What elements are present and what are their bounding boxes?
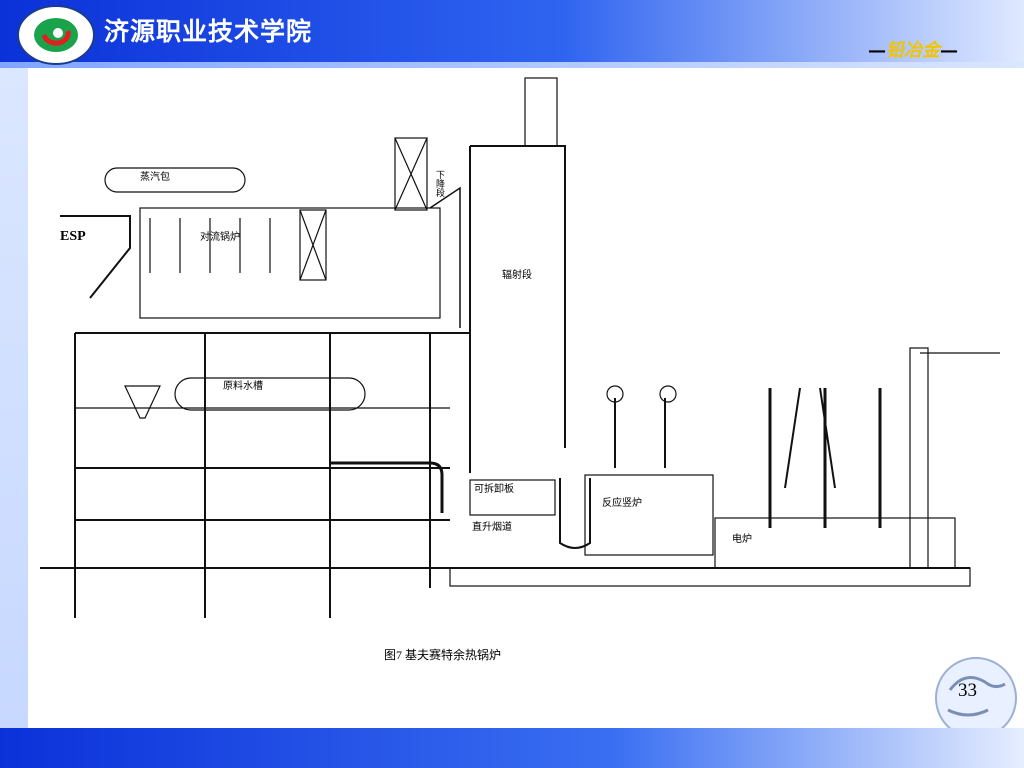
subject-suffix: — [940,40,958,61]
boiler-tubes [149,218,271,273]
radiation-slope [429,186,461,328]
furnace-stack [909,347,929,569]
label-esp: ESP [60,229,86,244]
uptake-flue [559,478,591,549]
radiation-shaft [469,145,566,473]
school-name: 济源职业技术学院 [104,17,313,46]
header-bar [0,0,1024,68]
removable-plate-box [469,479,556,516]
furnace-base [449,567,971,587]
burner-head [659,385,677,403]
boiler-bank [299,209,327,281]
steam-drum [104,167,246,193]
page-number: 33 [958,680,977,701]
bank-cross [299,209,327,281]
downcomer-cross [394,137,428,211]
raw-water-tank [174,377,366,411]
header-strip [0,62,1024,68]
downcomer-box [394,137,428,211]
esp-duct [60,215,131,299]
burner-head [606,385,624,403]
hopper [124,385,161,419]
electrode-frame [784,387,836,489]
label-removable-plate: 可拆卸板 [474,482,514,495]
subject-prefix: — [868,40,886,61]
footer-bar [0,728,1024,768]
label-electric-furnace: 电炉 [732,532,752,545]
label-reaction-shaft: 反应竖炉 [602,496,642,509]
label-uptake-flue: 直升烟道 [472,520,512,533]
left-decorative-strip [0,68,28,728]
reaction-shaft-box [584,474,714,556]
label-steam-drum: 蒸汽包 [140,170,170,183]
school-logo-icon [17,5,95,65]
electrodes [768,388,882,528]
label-radiation-section: 辐射段 [502,268,532,281]
stack [524,77,558,147]
subject-accent: 铅冶金 [886,40,940,61]
label-raw-water-tank: 原料水槽 [223,379,263,392]
flue-pipe [330,461,444,513]
boiler-diagram: 蒸汽包 ESP 对流锅炉 下降段 辐射段 原料水槽 可拆卸板 直升烟道 反应竖炉… [40,77,1000,618]
label-convection-boiler: 对流锅炉 [200,230,240,243]
subject-title: —铅冶金— [868,36,958,62]
burners [614,398,666,468]
convection-boiler-box [139,207,441,319]
label-downcomer: 下降段 [435,170,445,198]
electric-furnace [714,517,956,569]
figure-caption: 图7 基夫赛特余热锅炉 [384,648,502,662]
